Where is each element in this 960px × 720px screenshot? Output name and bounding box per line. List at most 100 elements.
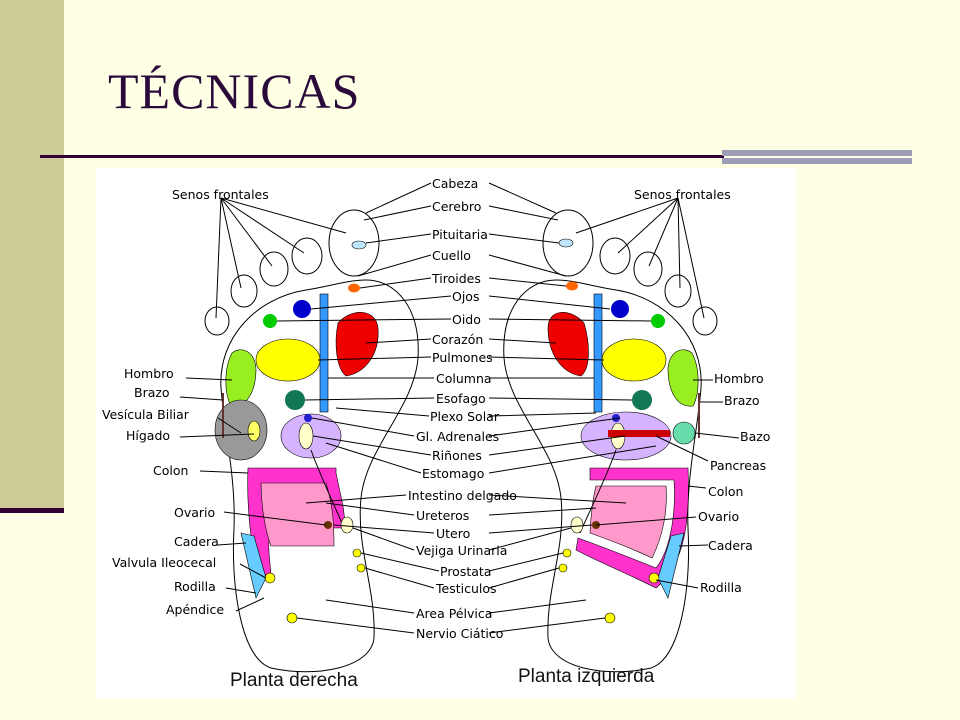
testicle-right — [558, 563, 568, 573]
knee-right — [648, 572, 660, 584]
center-labels: Cabeza Cerebro Pituitaria Cuello Tiroide… — [408, 176, 517, 641]
right-sole — [204, 209, 419, 673]
toe-right-3 — [633, 251, 663, 287]
small-intestine-left — [260, 482, 335, 547]
shoulder-left — [225, 349, 257, 407]
label-cuello: Cuello — [432, 248, 471, 263]
heart-right — [547, 312, 589, 377]
label-cadera-left: Cadera — [174, 534, 219, 549]
label-hombro-left: Hombro — [124, 366, 174, 381]
kidney-left — [298, 422, 314, 450]
label-apendice: Apéndice — [166, 602, 224, 617]
left-sole — [503, 209, 718, 673]
label-senos-frontales-right: Senos frontales — [634, 187, 731, 202]
toe-left-2 — [291, 237, 323, 275]
bladder-right — [570, 516, 584, 534]
label-intestino-delgado: Intestino delgado — [408, 488, 517, 503]
right-side-labels: Senos frontales Hombro Brazo Bazo Pancre… — [634, 187, 770, 595]
pancreas-right — [608, 430, 670, 437]
foot-reflexology-diagram: Cabeza Cerebro Pituitaria Cuello Tiroide… — [96, 168, 796, 698]
label-ureteros: Ureteros — [416, 508, 469, 523]
gallbladder-left — [247, 420, 261, 442]
ear-right — [651, 314, 665, 328]
big-toe-left — [328, 209, 380, 277]
label-valvula-ileocecal: Valvula Ileocecal — [112, 555, 216, 570]
caption-planta-derecha: Planta derecha — [230, 670, 358, 691]
label-pituitaria: Pituitaria — [432, 227, 488, 242]
label-senos-frontales-left: Senos frontales — [172, 187, 269, 202]
label-colon-right: Colon — [708, 484, 743, 499]
label-columna: Columna — [436, 371, 492, 386]
toe-left-4 — [230, 274, 258, 308]
title-rule — [40, 155, 724, 158]
toe-right-5 — [692, 306, 718, 336]
label-rodilla-left: Rodilla — [174, 579, 216, 594]
label-ojos: Ojos — [452, 289, 479, 304]
sole-outline-left — [220, 279, 419, 673]
label-esofago: Esofago — [436, 391, 486, 406]
label-rodilla-right: Rodilla — [700, 580, 742, 595]
testicle-left — [356, 563, 366, 573]
left-side-labels: Senos frontales Hombro Brazo Vesícula Bi… — [102, 187, 269, 617]
rule-accent-top — [722, 150, 912, 156]
label-testiculos: Testiculos — [435, 581, 497, 596]
lung-right — [601, 338, 667, 382]
label-nervio-ciatico: Nervio Ciático — [416, 626, 503, 641]
label-vesicula-biliar: Vesícula Biliar — [102, 407, 190, 422]
label-oido: Oido — [452, 312, 481, 327]
label-bazo: Bazo — [740, 429, 770, 444]
thyroid-right — [566, 281, 578, 291]
label-cabeza: Cabeza — [432, 176, 478, 191]
label-gl-adrenales: Gl. Adrenales — [416, 429, 499, 444]
label-pancreas: Pancreas — [710, 458, 766, 473]
label-rinones: Riñones — [432, 448, 482, 463]
label-tiroides: Tiroides — [431, 271, 481, 286]
spine-left — [319, 293, 329, 413]
esophagus-left — [285, 390, 305, 410]
lung-left — [255, 338, 321, 382]
adrenal-right — [612, 414, 620, 422]
thyroid-left — [348, 283, 360, 293]
toe-left-5 — [204, 306, 230, 336]
label-estomago: Estomago — [422, 466, 484, 481]
heart-left — [335, 312, 379, 377]
sciatic-right — [604, 612, 616, 624]
label-ovario-right: Ovario — [698, 509, 739, 524]
shoulder-right — [667, 349, 699, 407]
spine-right — [593, 293, 603, 413]
esophagus-right — [632, 390, 652, 410]
label-pulmones: Pulmones — [432, 350, 493, 365]
prostate-left — [352, 548, 362, 558]
toe-left-3 — [259, 251, 289, 287]
prostate-right — [562, 548, 572, 558]
label-cerebro: Cerebro — [432, 199, 481, 214]
leader-lines — [179, 182, 740, 634]
label-cadera-right: Cadera — [708, 538, 753, 553]
label-hombro-right: Hombro — [714, 371, 764, 386]
label-corazon: Corazón — [432, 332, 483, 347]
eye-right — [611, 300, 629, 318]
left-bar-foot — [0, 508, 64, 513]
label-utero: Utero — [436, 526, 470, 541]
caption-planta-izquierda: Planta izquierda — [518, 666, 655, 687]
label-plexo-solar: Plexo Solar — [430, 409, 500, 424]
label-area-pelvica: Area Pélvica — [416, 606, 492, 621]
label-ovario-left: Ovario — [174, 505, 215, 520]
liver-left — [214, 399, 268, 461]
label-prostata: Prostata — [440, 564, 491, 579]
pituitary-left — [351, 240, 367, 250]
big-toe-right — [542, 209, 594, 277]
knee-left — [264, 572, 276, 584]
sciatic-left — [286, 612, 298, 624]
left-accent-bar — [0, 0, 64, 512]
colon-right — [575, 467, 689, 589]
adrenal-left — [304, 414, 312, 422]
label-colon-left: Colon — [153, 463, 188, 478]
hip-right — [657, 532, 685, 599]
eye-left — [293, 300, 311, 318]
bladder-left — [340, 516, 354, 534]
toe-right-2 — [599, 237, 631, 275]
ovary-left — [324, 521, 332, 529]
ear-left — [263, 314, 277, 328]
label-brazo-right: Brazo — [724, 393, 760, 408]
